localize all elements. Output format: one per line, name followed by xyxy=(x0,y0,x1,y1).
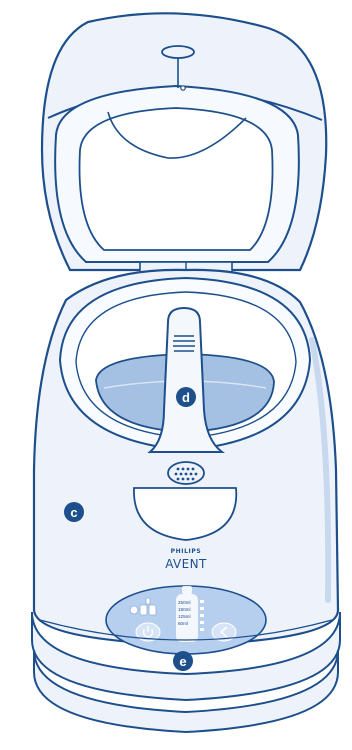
brand-product: AVENT xyxy=(165,557,207,571)
callout-c: c xyxy=(64,502,84,522)
svg-text:60ml: 60ml xyxy=(178,621,188,626)
lid-knob[interactable] xyxy=(162,46,194,58)
lid-release-button[interactable] xyxy=(168,462,204,484)
lid-inner-cup xyxy=(80,108,273,250)
open-lid xyxy=(42,13,326,270)
svg-text:125ml: 125ml xyxy=(178,614,191,619)
svg-text:250ml: 250ml xyxy=(178,600,191,605)
callout-d: d xyxy=(176,387,196,407)
callout-e-label: e xyxy=(179,654,186,669)
callout-d-label: d xyxy=(182,390,190,405)
brand-maker: PHILIPS xyxy=(171,548,202,555)
callout-c-label: c xyxy=(70,505,77,520)
callout-e: e xyxy=(173,651,193,671)
control-panel: 250ml 180ml 125ml 60ml xyxy=(106,586,266,654)
svg-text:180ml: 180ml xyxy=(178,607,191,612)
